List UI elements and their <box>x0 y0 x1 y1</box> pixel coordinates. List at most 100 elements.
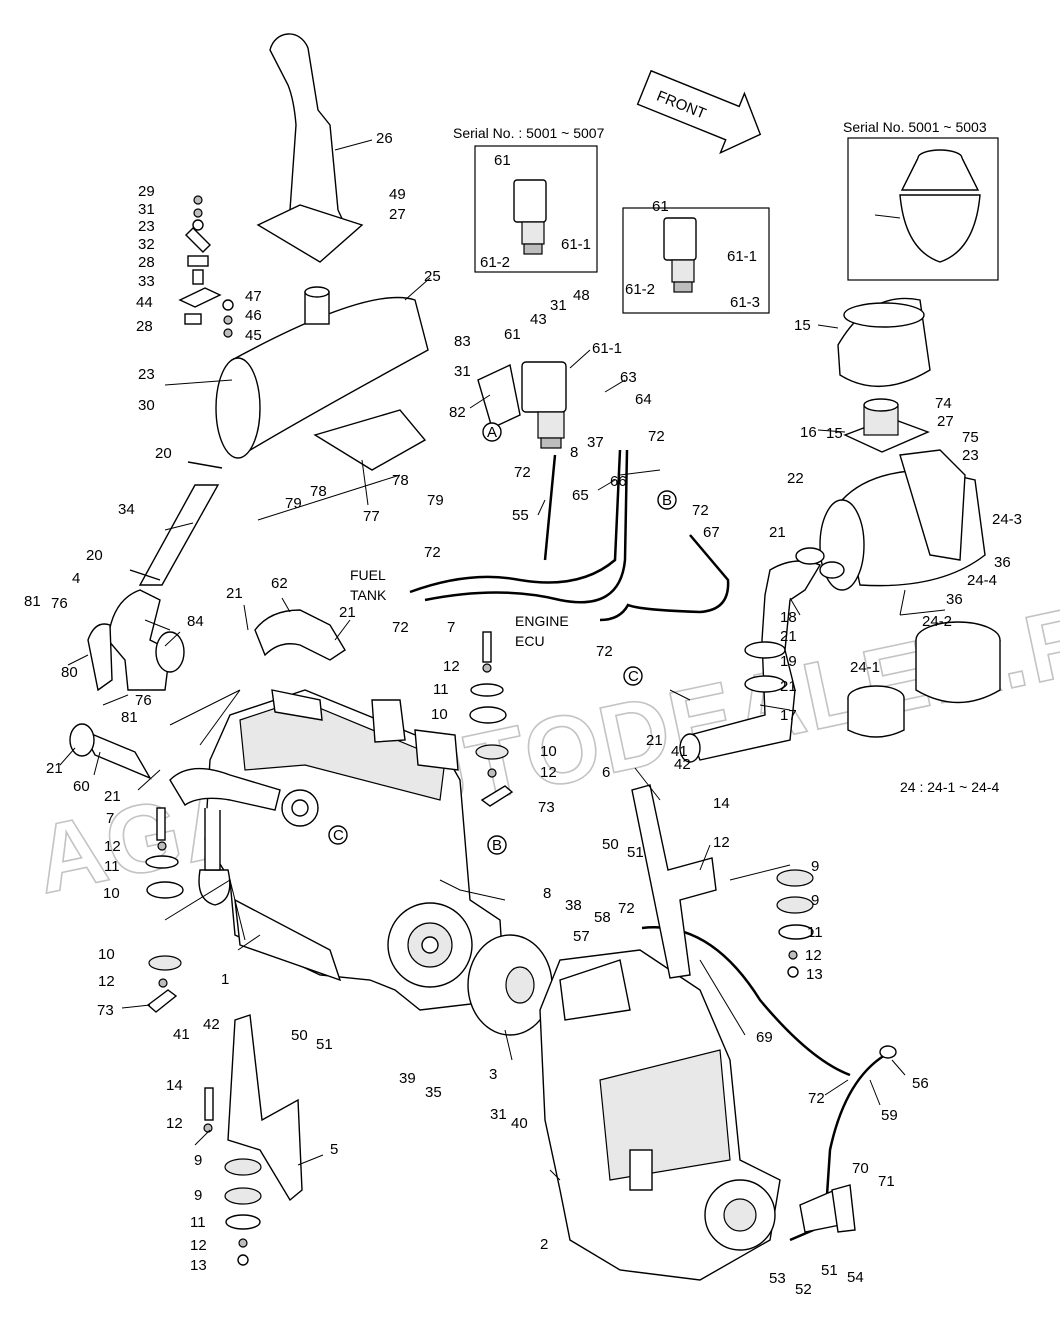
callout-9: 9 <box>194 1187 202 1204</box>
callout-50: 50 <box>602 836 619 853</box>
callout-61-1: 61-1 <box>727 248 757 265</box>
callout-38: 38 <box>565 897 582 914</box>
callout-10: 10 <box>103 885 120 902</box>
callout-51: 51 <box>627 844 644 861</box>
callout-59: 59 <box>881 1107 898 1124</box>
ref-marker-c-top: C <box>623 666 643 686</box>
callout-20: 20 <box>155 445 172 462</box>
callout-79: 79 <box>427 492 444 509</box>
exhaust-tube-34 <box>129 461 223 586</box>
callout-42: 42 <box>203 1016 220 1033</box>
callout-10: 10 <box>431 706 448 723</box>
callout-21: 21 <box>646 732 663 749</box>
precleaner-inset <box>899 149 981 263</box>
callout-10: 10 <box>540 743 557 760</box>
callout-77: 77 <box>363 508 380 525</box>
callout-21: 21 <box>46 760 63 777</box>
ref-marker-c-engine: C <box>328 825 348 845</box>
callout-57: 57 <box>573 928 590 945</box>
callout-24-4: 24-4 <box>967 572 997 589</box>
callout-61-1: 61-1 <box>592 340 622 357</box>
callout-12: 12 <box>190 1237 207 1254</box>
callout-21: 21 <box>780 628 797 645</box>
svg-text:A: A <box>487 424 497 441</box>
callout-4: 4 <box>72 570 80 587</box>
callout-29: 29 <box>138 183 155 200</box>
callout-32: 32 <box>138 236 155 253</box>
callout-31: 31 <box>490 1106 507 1123</box>
callout-31: 31 <box>550 297 567 314</box>
callout-35: 35 <box>425 1084 442 1101</box>
callout-43: 43 <box>530 311 547 328</box>
callout-7: 7 <box>106 810 114 827</box>
turbo-hose <box>169 767 281 871</box>
callout-66: 66 <box>610 473 627 490</box>
callout-50: 50 <box>291 1027 308 1044</box>
callout-62: 62 <box>271 575 288 592</box>
callout-31: 31 <box>138 201 155 218</box>
air-cleaner-body <box>819 449 986 591</box>
callout-46: 46 <box>245 307 262 324</box>
callout-11: 11 <box>433 681 449 698</box>
serial-note-filter: Serial No. : 5001 ~ 5007 <box>453 125 605 141</box>
callout-72: 72 <box>618 900 635 917</box>
callout-58: 58 <box>594 909 611 926</box>
flexplate-3 <box>467 934 553 1036</box>
callout-9: 9 <box>194 1152 202 1169</box>
callout-64: 64 <box>635 391 652 408</box>
callout-26: 26 <box>376 130 393 147</box>
callout-21: 21 <box>226 585 243 602</box>
callout-24-3: 24-3 <box>992 511 1022 528</box>
callout-53: 53 <box>769 1270 786 1287</box>
callout-13: 13 <box>806 966 823 983</box>
callout-34: 34 <box>118 501 135 518</box>
callout-30: 30 <box>138 397 155 414</box>
callout-19: 19 <box>780 653 797 670</box>
front-arrow: FRONT <box>636 69 762 155</box>
callout-18: 18 <box>780 609 797 626</box>
svg-text:B: B <box>662 492 672 509</box>
callout-49: 49 <box>389 186 406 203</box>
callout-72: 72 <box>808 1090 825 1107</box>
callout-16: 16 <box>800 424 817 441</box>
callout-24-1: 24-1 <box>850 659 880 676</box>
mount-stack-right <box>776 869 814 978</box>
callout-9: 9 <box>811 858 819 875</box>
callout-2: 2 <box>540 1236 548 1253</box>
callout-73: 73 <box>538 799 555 816</box>
mount-stack-mid <box>469 631 514 807</box>
callout-12: 12 <box>104 838 121 855</box>
callout-12: 12 <box>713 834 730 851</box>
callout-21: 21 <box>104 788 121 805</box>
callout-21: 21 <box>769 524 786 541</box>
adapter-16 <box>843 398 930 453</box>
element-24-1 <box>847 685 905 738</box>
callout-78: 78 <box>392 472 409 489</box>
callout-61: 61 <box>504 326 521 343</box>
callout-73: 73 <box>97 1002 114 1019</box>
callout-48: 48 <box>573 287 590 304</box>
callout-33: 33 <box>138 273 155 290</box>
callout-55: 55 <box>512 507 529 524</box>
callout-12: 12 <box>443 658 460 675</box>
callout-83: 83 <box>454 333 471 350</box>
callout-13: 13 <box>190 1257 207 1274</box>
elbow-4 <box>107 589 185 691</box>
callout-12: 12 <box>166 1115 183 1132</box>
callout-9: 9 <box>811 892 819 909</box>
ref-marker-b-engine: B <box>487 835 507 855</box>
callout-72: 72 <box>514 464 531 481</box>
callout-27: 27 <box>389 206 406 223</box>
mount-stack-left <box>145 807 184 1013</box>
callout-45: 45 <box>245 327 262 344</box>
callout-24-2: 24-2 <box>922 613 952 630</box>
callout-61-2: 61-2 <box>625 281 655 298</box>
dipstick-59 <box>789 1045 897 1242</box>
element-24-2 <box>915 621 1001 704</box>
callout-22: 22 <box>787 470 804 487</box>
callout-12: 12 <box>540 764 557 781</box>
kit-note: 24 : 24-1 ~ 24-4 <box>900 779 999 795</box>
callout-61: 61 <box>494 152 511 169</box>
